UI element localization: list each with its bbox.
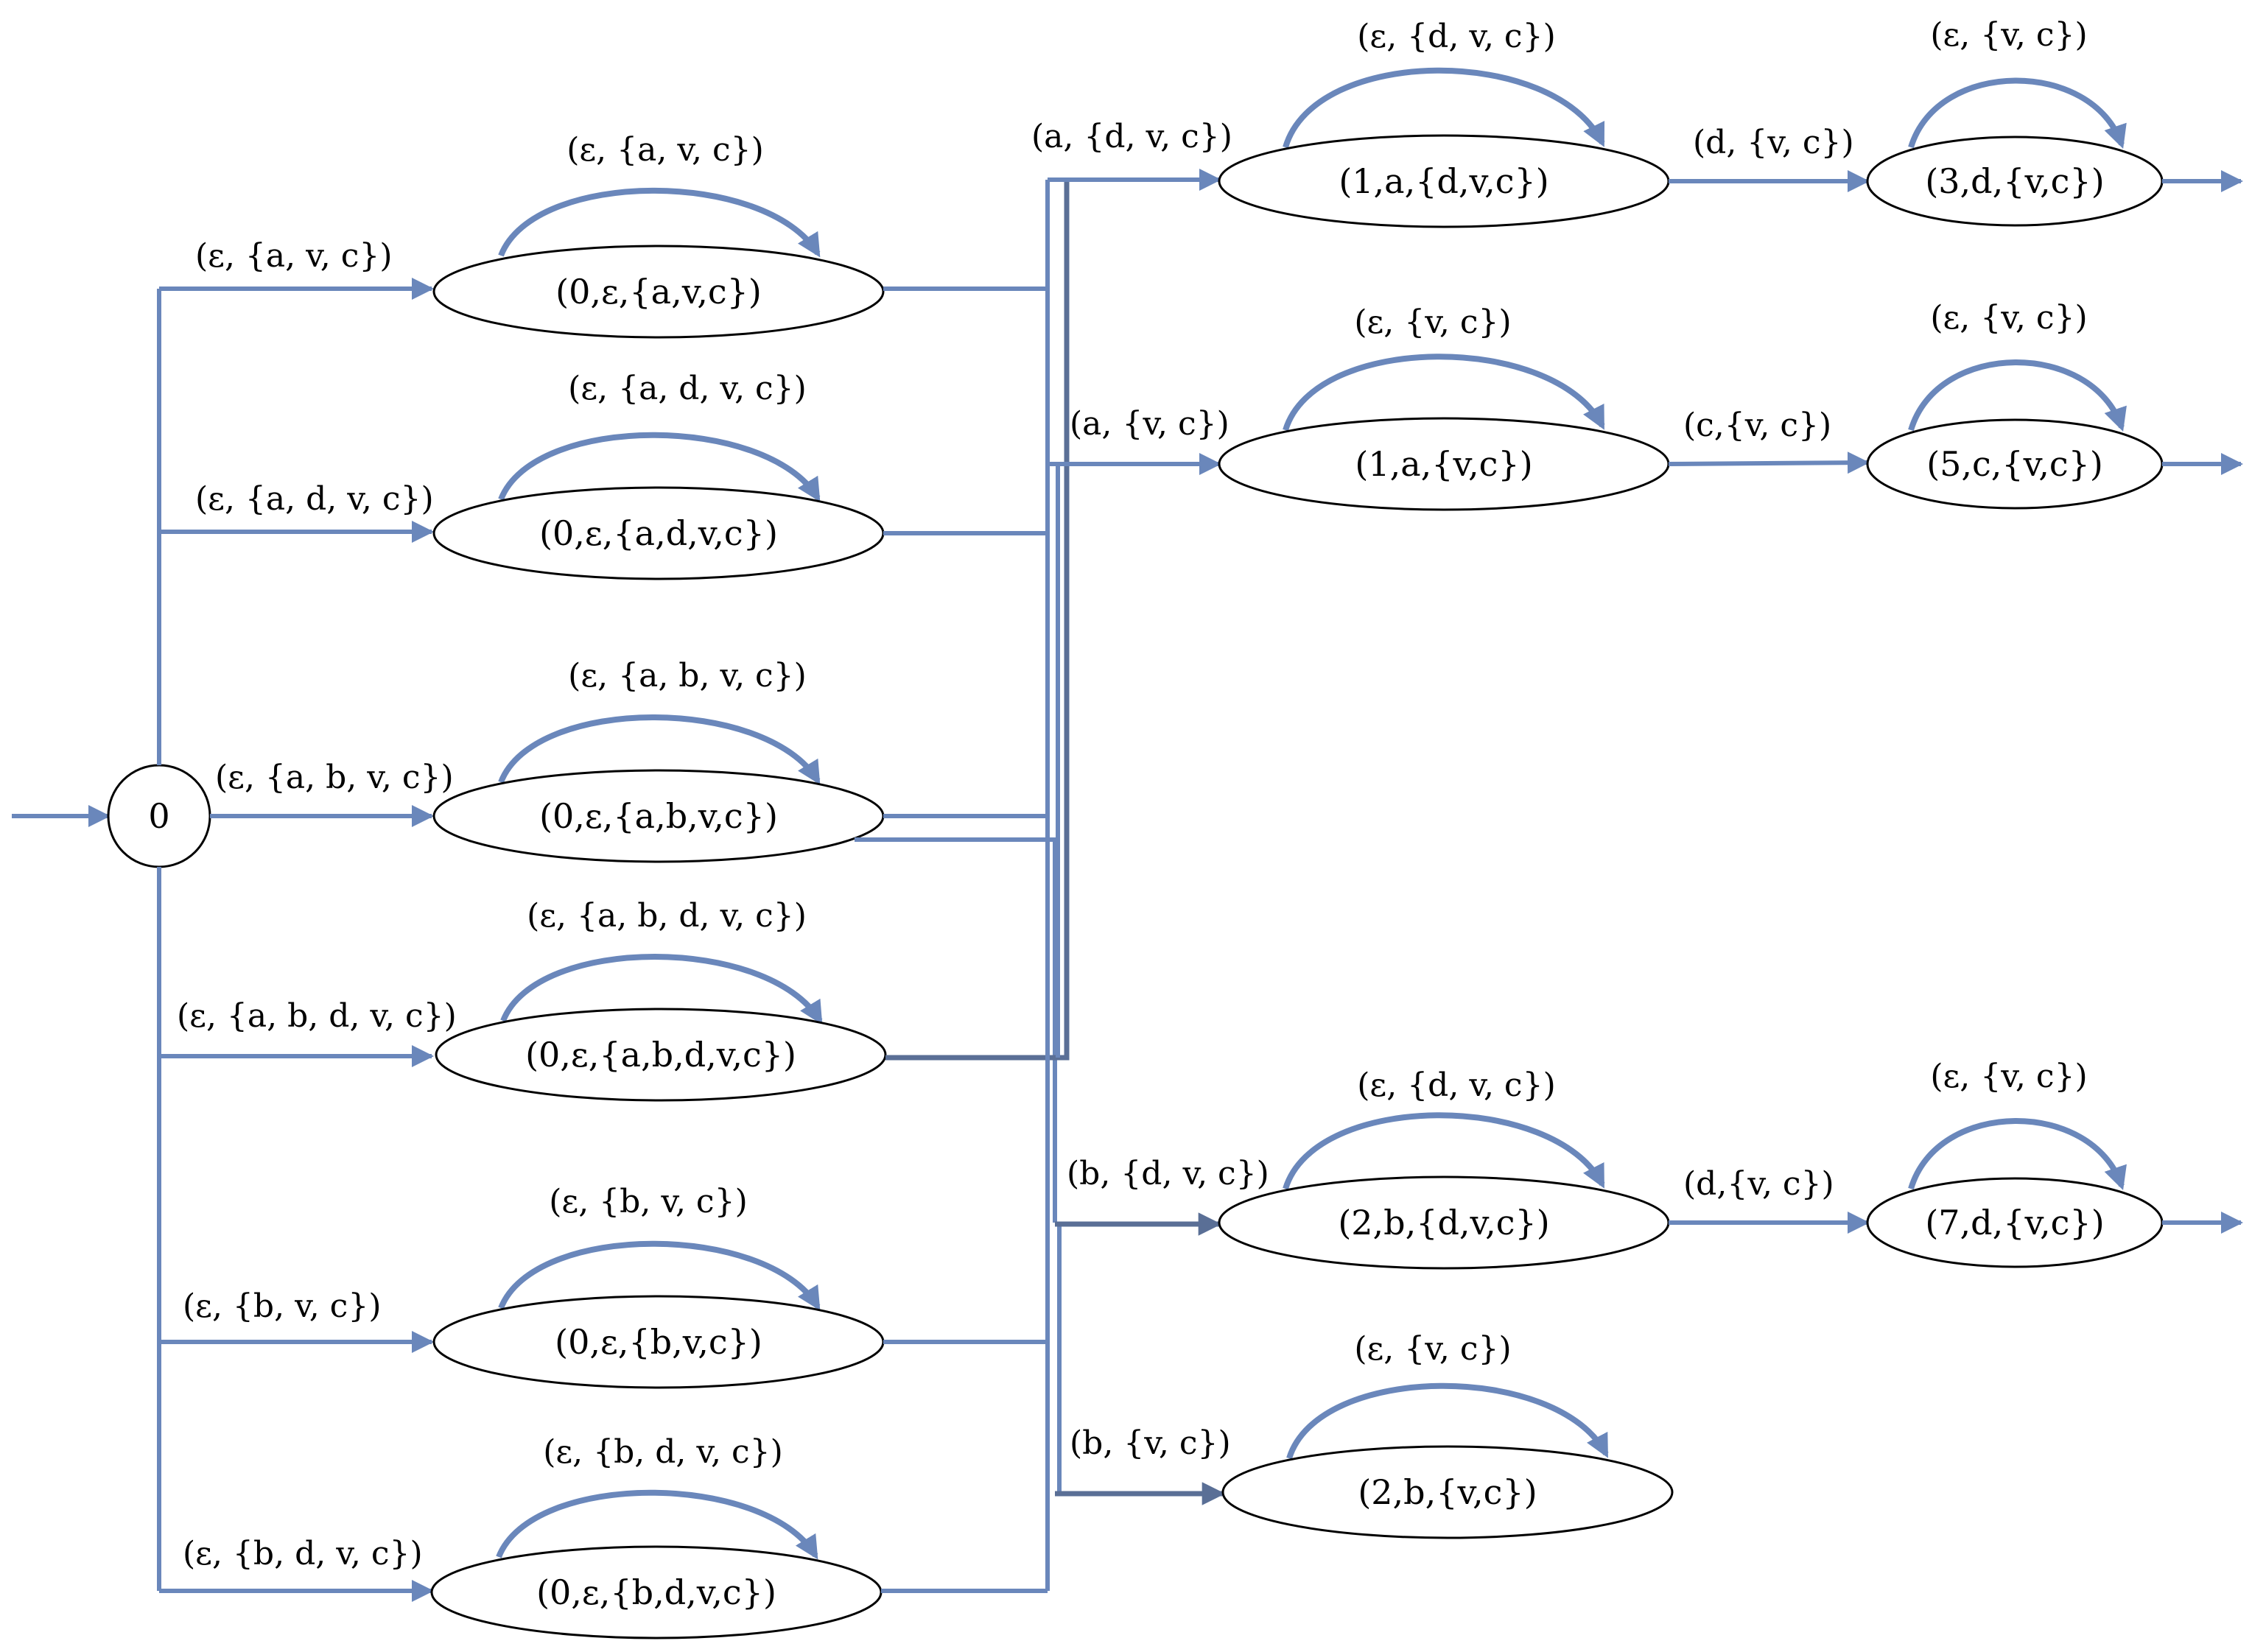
left-state-6: (ε, {b, d, v, c}) (0,ε,{b,d,v,c}) (430, 1433, 883, 1639)
mid-state-4: (ε, {v, c}) (2,b,{v,c}) (1221, 1330, 1674, 1539)
self-loop-arrow (1908, 1118, 2127, 1191)
self-loop-arrow (498, 1240, 821, 1311)
self-loop-arrow (498, 187, 821, 258)
self-loop-arrow (1908, 359, 2127, 432)
self-loop-label: (ε, {b, d, v, c}) (543, 1433, 783, 1471)
edge-label-to-mid-1: (a, {d, v, c}) (1031, 118, 1232, 155)
self-loop-label: (ε, {a, b, d, v, c}) (527, 897, 807, 935)
self-loop-arrow (496, 1489, 818, 1560)
mid-state-1: (ε, {d, v, c}) (1,a,{d,v,c}) (1218, 18, 1670, 228)
edge-mid-2-to-right-2 (1668, 451, 1870, 474)
left-state-3: (ε, {a, b, v, c}) (0,ε,{a,b,v,c}) (432, 657, 885, 863)
self-loop-label: (ε, {a, b, v, c}) (568, 657, 807, 695)
state-label: (7,d,{v,c}) (1925, 1203, 2104, 1242)
self-loop-label: (ε, {a, d, v, c}) (568, 370, 807, 407)
state-label: (2,b,{v,c}) (1358, 1472, 1537, 1512)
mid-state-3: (ε, {d, v, c}) (2,b,{d,v,c}) (1218, 1066, 1670, 1270)
state-label: (2,b,{d,v,c}) (1338, 1203, 1549, 1242)
self-loop-label: (ε, {a, v, c}) (566, 131, 764, 169)
self-loop-label: (ε, {v, c}) (1354, 1330, 1511, 1368)
self-loop-arrow (1283, 67, 1605, 149)
self-loop-arrow (1283, 1112, 1605, 1190)
state-label: (1,a,{d,v,c}) (1339, 161, 1548, 201)
self-loop-label: (ε, {v, c}) (1930, 299, 2087, 337)
left-state-4: (ε, {a, b, d, v, c}) (0,ε,{a,b,d,v,c}) (435, 897, 887, 1102)
mid-state-2: (ε, {v, c}) (1,a,{v,c}) (1218, 303, 1670, 511)
right-state-2: (ε, {v, c}) (5,c,{v,c}) (1866, 299, 2164, 510)
state-node (432, 245, 885, 339)
edge-label-start-to-left-6: (ε, {b, d, v, c}) (183, 1535, 423, 1572)
self-loop-arrow (1908, 77, 2127, 150)
self-loop-label: (ε, {v, c}) (1930, 16, 2087, 54)
state-label: (0,ε,{a,b,d,v,c}) (525, 1035, 796, 1075)
left-state-5: (ε, {b, v, c}) (0,ε,{b,v,c}) (432, 1183, 885, 1389)
self-loop-arrow (498, 432, 821, 502)
edge-label-mid-1-to-right-1: (d, {v, c}) (1693, 124, 1854, 161)
edge-label-start-to-left-4: (ε, {a, b, d, v, c}) (177, 997, 457, 1035)
self-loop-arrow (1286, 1382, 1609, 1460)
start-state-label: 0 (148, 796, 169, 836)
state-label: (0,ε,{b,d,v,c}) (536, 1572, 776, 1612)
state-label: (3,d,{v,c}) (1925, 161, 2104, 201)
state-label: (0,ε,{a,b,v,c}) (539, 796, 778, 836)
state-label: (0,ε,{a,d,v,c}) (539, 513, 778, 553)
edge-label-to-mid-3: (b, {d, v, c}) (1067, 1155, 1269, 1192)
edge-label-start-to-left-2: (ε, {a, d, v, c}) (195, 480, 434, 518)
self-loop-label: (ε, {d, v, c}) (1357, 18, 1555, 55)
edge-label-mid-2-to-right-2: (c,{v, c}) (1683, 407, 1831, 444)
left-state-1: (ε, {a, v, c}) (0,ε,{a,v,c}) (432, 131, 885, 339)
state-node (435, 1008, 887, 1102)
left-state-2: (ε, {a, d, v, c}) (0,ε,{a,d,v,c}) (432, 370, 885, 580)
right-state-3: (ε, {v, c}) (7,d,{v,c}) (1866, 1058, 2164, 1268)
self-loop-arrow (498, 714, 821, 785)
edge-label-start-to-left-5: (ε, {b, v, c}) (183, 1287, 381, 1325)
state-label: (5,c,{v,c}) (1926, 444, 2103, 484)
state-label: (1,a,{v,c}) (1355, 444, 1532, 484)
state-node (1221, 1445, 1674, 1539)
self-loop-arrow (1283, 354, 1605, 432)
state-label: (0,ε,{b,v,c}) (555, 1322, 762, 1362)
self-loop-label: (ε, {v, c}) (1354, 303, 1511, 341)
self-loop-arrow (500, 954, 823, 1025)
right-state-1: (ε, {v, c}) (3,d,{v,c}) (1866, 16, 2164, 227)
edge-label-to-mid-4: (b, {v, c}) (1070, 1424, 1231, 1462)
state-label: (0,ε,{a,v,c}) (555, 272, 762, 312)
edge-label-start-to-left-1: (ε, {a, v, c}) (195, 237, 393, 275)
self-loop-label: (ε, {d, v, c}) (1357, 1066, 1555, 1104)
self-loop-label: (ε, {b, v, c}) (549, 1183, 747, 1220)
edge-label-start-to-left-3: (ε, {a, b, v, c}) (215, 759, 454, 796)
self-loop-label: (ε, {v, c}) (1930, 1058, 2087, 1095)
edge-label-mid-3-to-right-3: (d,{v, c}) (1683, 1165, 1834, 1203)
connector-left-3-out-b (855, 837, 1057, 1223)
connector-left-4-out (885, 180, 1070, 1061)
edge-label-to-mid-2: (a, {v, c}) (1070, 405, 1230, 443)
